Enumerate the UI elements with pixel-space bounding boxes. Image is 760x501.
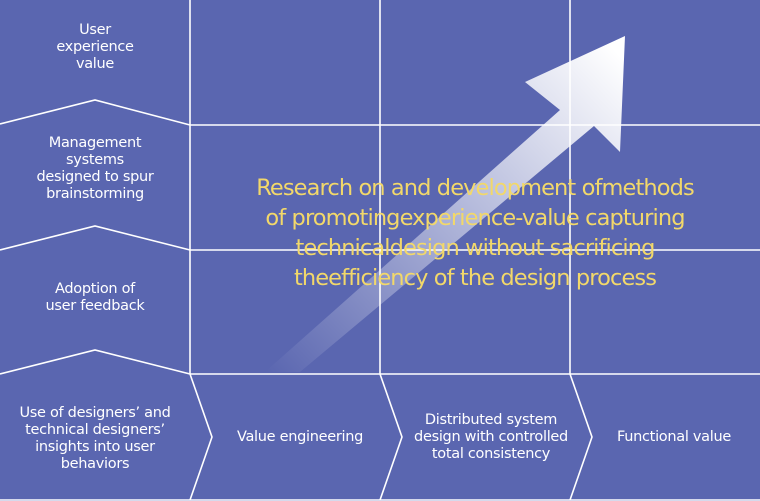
label-functional-value: Functional value	[590, 412, 758, 462]
text-line: design without sacrificing the	[293, 235, 655, 291]
diagonal-arrow	[265, 36, 625, 372]
center-research-text: Research on and development ofmethods of…	[255, 158, 695, 308]
text-line: Management	[48, 135, 142, 151]
text-line: efficiency of the design process	[328, 265, 657, 291]
text-line: Research on and development of	[256, 175, 602, 201]
text-line: brainstorming	[46, 186, 144, 202]
text-line: experience	[56, 38, 134, 55]
text-line: Functional value	[616, 428, 731, 445]
text-line: Value engineering	[236, 428, 364, 445]
text-line: value	[75, 55, 115, 72]
text-block: Functional value	[617, 429, 731, 446]
text-line: methods of promoting	[265, 175, 694, 231]
text-line: total consistency	[431, 445, 551, 462]
label-value-engineering: Value engineering	[212, 412, 388, 462]
text-line: Use of designers’ and	[19, 405, 171, 421]
text-line: experience-value capturing technical	[295, 205, 686, 261]
text-line: behaviors	[60, 456, 130, 472]
text-line: technical designers’	[25, 422, 165, 438]
text-line: designed to spur	[36, 169, 154, 185]
text-line: design with controlled	[414, 428, 568, 445]
text-line: Distributed system	[424, 411, 558, 428]
text-line: insights into user	[35, 439, 155, 455]
text-line: Adoption of	[54, 281, 135, 297]
text-block: Research on and development ofmethods of…	[255, 173, 695, 293]
text-block: Value engineering	[237, 429, 363, 446]
text-line: User	[79, 21, 111, 38]
text-line: user feedback	[45, 298, 145, 314]
text-line: systems	[66, 152, 124, 168]
